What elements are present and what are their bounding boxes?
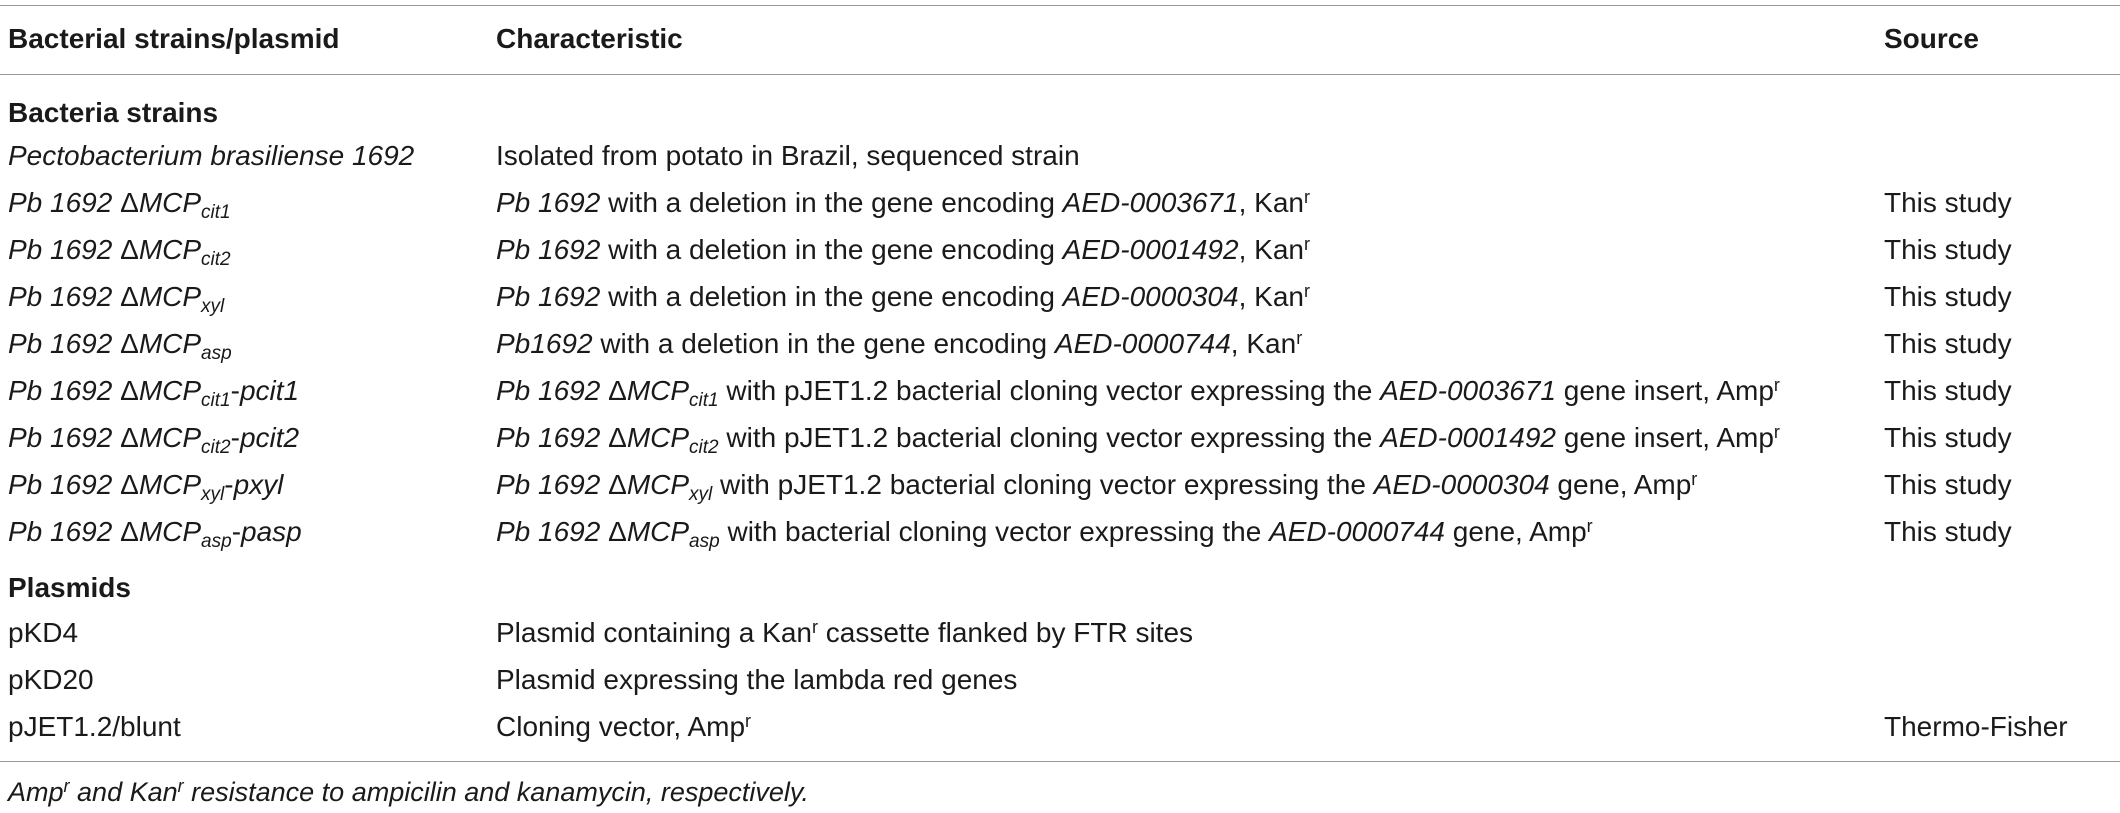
- source-cell: This study: [1884, 234, 2012, 265]
- characteristic-cell: Pb 1692 with a deletion in the gene enco…: [496, 234, 1310, 265]
- characteristic-cell: Plasmid containing a Kanr cassette flank…: [496, 617, 1194, 648]
- characteristic-cell: Cloning vector, Ampr: [496, 711, 752, 742]
- characteristic-cell: Pb 1692 ΔMCPcit1 with pJET1.2 bacterial …: [496, 375, 1780, 411]
- characteristic-cell: Isolated from potato in Brazil, sequence…: [496, 140, 1080, 171]
- footnote: Ampr and Kanr resistance to ampicilin an…: [8, 776, 809, 807]
- source-cell: This study: [1884, 328, 2012, 359]
- source-cell: This study: [1884, 469, 2012, 500]
- strain-cell: Pectobacterium brasiliense 1692: [8, 140, 415, 171]
- strain-cell: Pb 1692 ΔMCPxyl-pxyl: [8, 469, 284, 505]
- header-source: Source: [1884, 23, 1979, 54]
- source-cell: This study: [1884, 375, 2012, 406]
- section-plasmids: Plasmids: [8, 572, 131, 603]
- strain-cell: pKD4: [8, 617, 79, 648]
- source-cell: This study: [1884, 422, 2012, 453]
- strain-cell: Pb 1692 ΔMCPcit1-pcit1: [8, 375, 300, 411]
- section-bacteria-strains: Bacteria strains: [8, 97, 219, 128]
- characteristic-cell: Plasmid expressing the lambda red genes: [496, 664, 1018, 695]
- strain-cell: Pb 1692 ΔMCPcit2: [8, 234, 231, 270]
- characteristic-cell: Pb1692 with a deletion in the gene encod…: [496, 328, 1303, 359]
- strain-cell: Pb 1692 ΔMCPasp: [8, 328, 232, 364]
- strain-cell: pKD20: [8, 664, 94, 695]
- header-rule: [0, 74, 2120, 75]
- characteristic-cell: Pb 1692 ΔMCPcit2 with pJET1.2 bacterial …: [496, 422, 1780, 458]
- characteristic-cell: Pb 1692 ΔMCPxyl with pJET1.2 bacterial c…: [496, 469, 1698, 505]
- source-cell: This study: [1884, 281, 2012, 312]
- characteristic-cell: Pb 1692 ΔMCPasp with bacterial cloning v…: [496, 516, 1593, 552]
- source-cell: This study: [1884, 187, 2012, 218]
- header-characteristic: Characteristic: [496, 23, 683, 54]
- source-cell: This study: [1884, 516, 2012, 547]
- strain-cell: Pb 1692 ΔMCPasp-pasp: [8, 516, 302, 552]
- source-cell: Thermo-Fisher: [1884, 711, 2068, 742]
- strain-cell: Pb 1692 ΔMCPcit1: [8, 187, 231, 223]
- strain-cell: pJET1.2/blunt: [8, 711, 181, 742]
- characteristic-cell: Pb 1692 with a deletion in the gene enco…: [496, 187, 1310, 218]
- table-bottom-rule: [0, 761, 2120, 762]
- table-top-rule: [0, 5, 2120, 6]
- characteristic-cell: Pb 1692 with a deletion in the gene enco…: [496, 281, 1310, 312]
- strain-cell: Pb 1692 ΔMCPxyl: [8, 281, 225, 317]
- header-strain: Bacterial strains/plasmid: [8, 23, 340, 54]
- strain-cell: Pb 1692 ΔMCPcit2-pcit2: [8, 422, 300, 458]
